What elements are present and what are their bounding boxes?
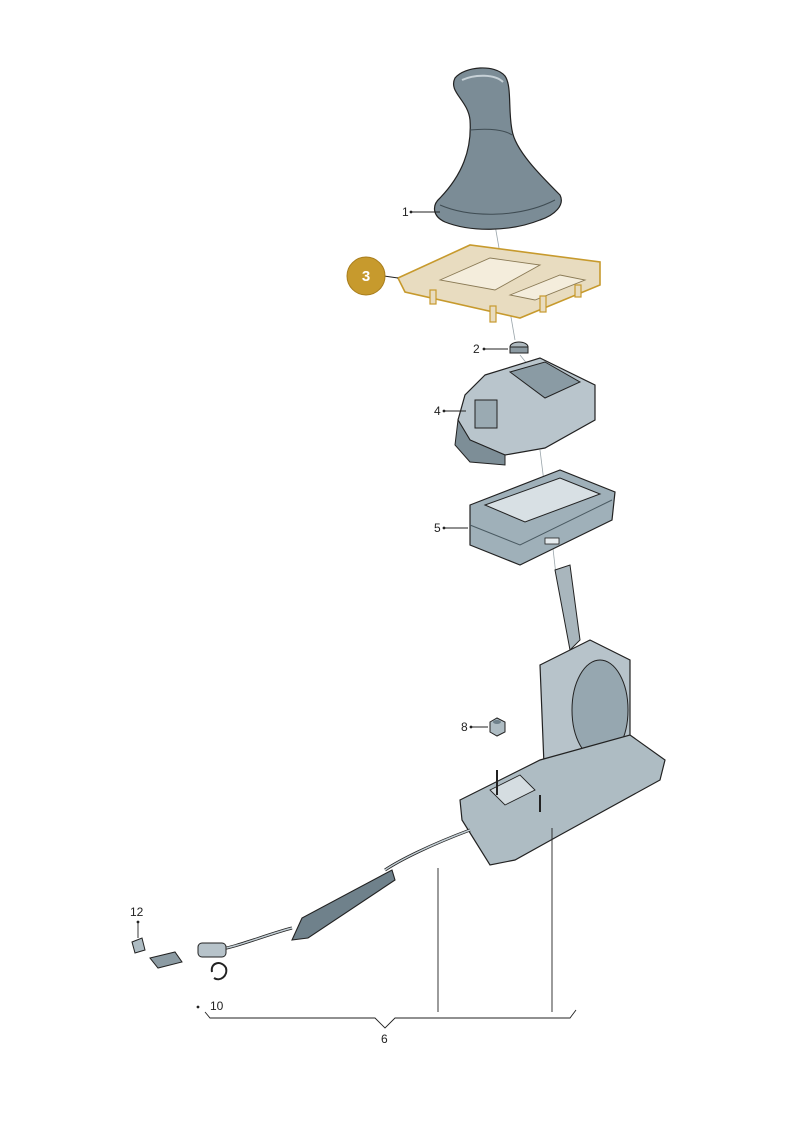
svg-text:3: 3 xyxy=(362,268,370,285)
shift-gate-trim-panel[interactable] xyxy=(396,244,601,323)
callout-12[interactable]: 12 xyxy=(130,905,144,924)
callout-8[interactable]: 8 xyxy=(461,720,473,734)
circlip[interactable] xyxy=(210,962,228,981)
svg-text:5: 5 xyxy=(434,521,441,535)
callout-1[interactable]: 1 xyxy=(402,205,413,219)
svg-text:6: 6 xyxy=(381,1032,388,1046)
selector-mechanism-with-cable[interactable] xyxy=(149,564,666,969)
svg-text:1: 1 xyxy=(402,205,409,219)
selector-lever-housing[interactable] xyxy=(454,357,596,466)
callout-6[interactable]: 6 xyxy=(381,1032,388,1046)
callout-2[interactable]: 2 xyxy=(473,342,486,356)
svg-text:8: 8 xyxy=(461,720,468,734)
gear-knob-boot[interactable] xyxy=(434,67,562,230)
clip-nut[interactable] xyxy=(131,937,146,954)
svg-text:10: 10 xyxy=(210,999,224,1013)
callout-4[interactable]: 4 xyxy=(434,404,446,418)
insert-tray[interactable] xyxy=(469,469,616,566)
leader-lines xyxy=(137,211,577,1029)
clip[interactable] xyxy=(509,341,529,354)
svg-text:12: 12 xyxy=(130,905,144,919)
callout-10[interactable]: 10 xyxy=(196,999,224,1013)
callout-3-highlight[interactable]: 3 xyxy=(346,256,386,296)
callout-5[interactable]: 5 xyxy=(434,521,446,535)
svg-text:2: 2 xyxy=(473,342,480,356)
svg-text:4: 4 xyxy=(434,404,441,418)
nut[interactable] xyxy=(489,717,506,737)
